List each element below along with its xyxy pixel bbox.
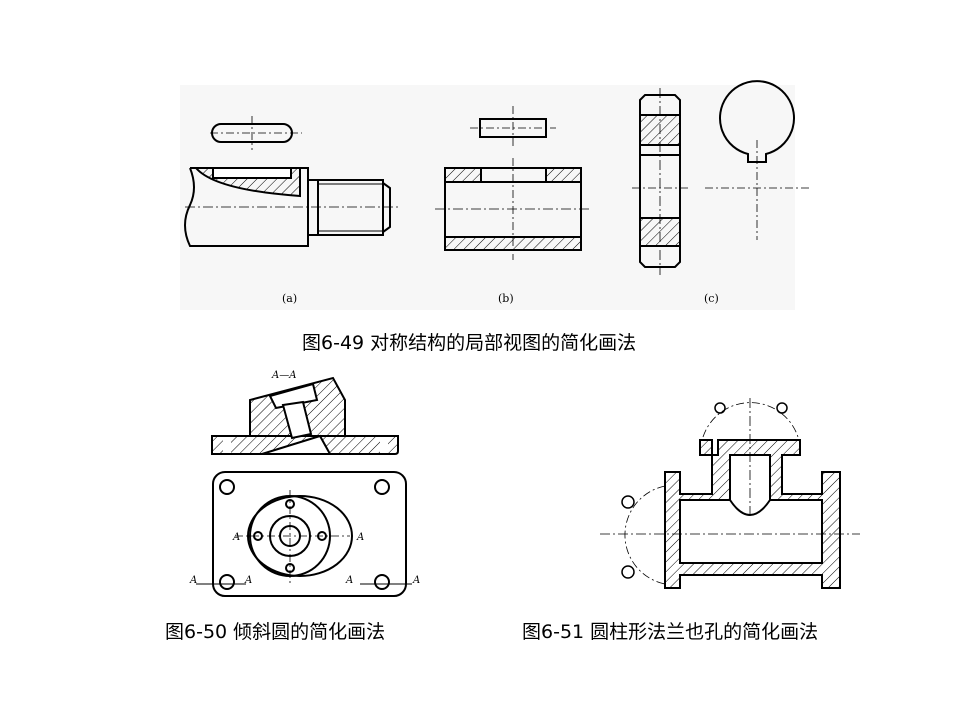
sub-label-b: (b) <box>498 292 514 305</box>
figure-6-51-drawing <box>600 398 860 589</box>
sub-label-a: (a) <box>282 292 297 305</box>
cut-label-bottom-right-2: A <box>412 575 420 586</box>
figure-6-49-caption: 图6-49 对称结构的局部视图的简化画法 <box>302 332 637 354</box>
cut-label-right: A <box>356 532 364 543</box>
figure-6-49b-sleeve <box>435 106 592 260</box>
cut-label-bottom-right: A <box>345 575 353 586</box>
figure-6-49-background <box>180 85 795 310</box>
cut-label-left: A <box>232 532 240 543</box>
figure-6-49a-shaft <box>184 116 398 247</box>
figure-6-49c-gear <box>632 80 810 275</box>
cut-label-bottom-left: A <box>189 575 197 586</box>
cut-label-bottom-left-2: A <box>244 575 252 586</box>
figure-6-51-caption: 图6-51 圆柱形法兰也孔的简化画法 <box>522 621 819 643</box>
figure-6-50-drawing <box>196 376 412 597</box>
sub-label-c: (c) <box>704 292 719 305</box>
figure-6-50-caption: 图6-50 倾斜圆的简化画法 <box>165 621 386 643</box>
section-label-a-a: A—A <box>271 370 296 381</box>
